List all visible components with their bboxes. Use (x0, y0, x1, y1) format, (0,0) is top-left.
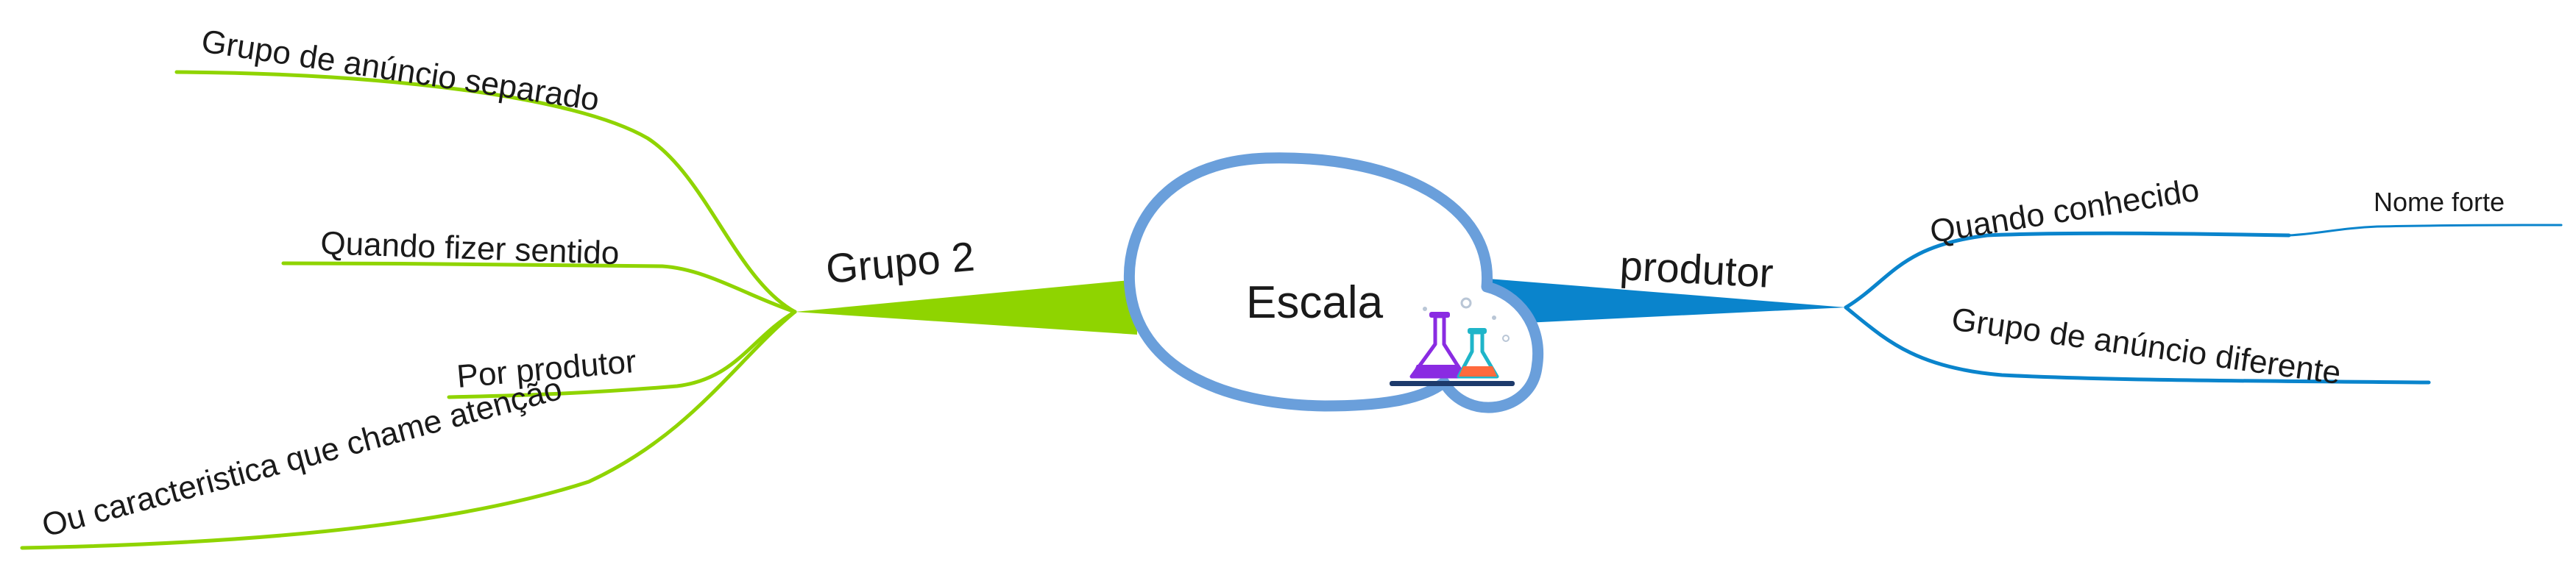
branch-produtor-label: produtor (1618, 242, 1774, 296)
grupo2-child-4-label: Ou caracteristica que chame atenção (38, 371, 566, 544)
branch-produtor-connector (1479, 278, 1846, 325)
grupo2-child-2[interactable]: Quando fizer sentido (281, 225, 797, 314)
produtor-child-1-line (1844, 231, 2291, 310)
produtor-child-1[interactable]: Quando conhecido (1844, 172, 2291, 310)
grupo2-child-1-label: Grupo de anúncio separado (199, 23, 602, 118)
produtor-grandchild-1[interactable]: Nome forte (2287, 187, 2563, 237)
grupo2-child-2-line (281, 261, 797, 314)
grupo2-child-1[interactable]: Grupo de anúncio separado (174, 23, 797, 314)
produtor-grandchild-1-label: Nome forte (2374, 187, 2505, 217)
grupo2-child-4-line (20, 310, 797, 550)
produtor-child-1-label: Quando conhecido (1928, 172, 2202, 250)
grupo2-child-4[interactable]: Ou caracteristica que chame atenção (20, 310, 797, 550)
branch-produtor[interactable]: produtor (1618, 242, 1774, 296)
branch-grupo2[interactable]: Grupo 2 (824, 233, 977, 292)
grupo2-child-3-line (447, 310, 797, 399)
grupo2-child-3[interactable]: Por produtor (447, 310, 797, 399)
grupo2-child-1-line (174, 70, 797, 314)
produtor-child-2-line (1844, 305, 2431, 385)
produtor-child-2[interactable]: Grupo de anúncio diferente (1844, 301, 2431, 391)
produtor-grandchild-1-line (2287, 224, 2563, 237)
branch-grupo2-connector (795, 279, 1137, 335)
branch-grupo2-label: Grupo 2 (824, 233, 977, 292)
central-label: Escala (1246, 277, 1384, 328)
central-topic[interactable]: Escala (1123, 152, 1543, 413)
chemistry-flasks-icon (1390, 297, 1515, 386)
